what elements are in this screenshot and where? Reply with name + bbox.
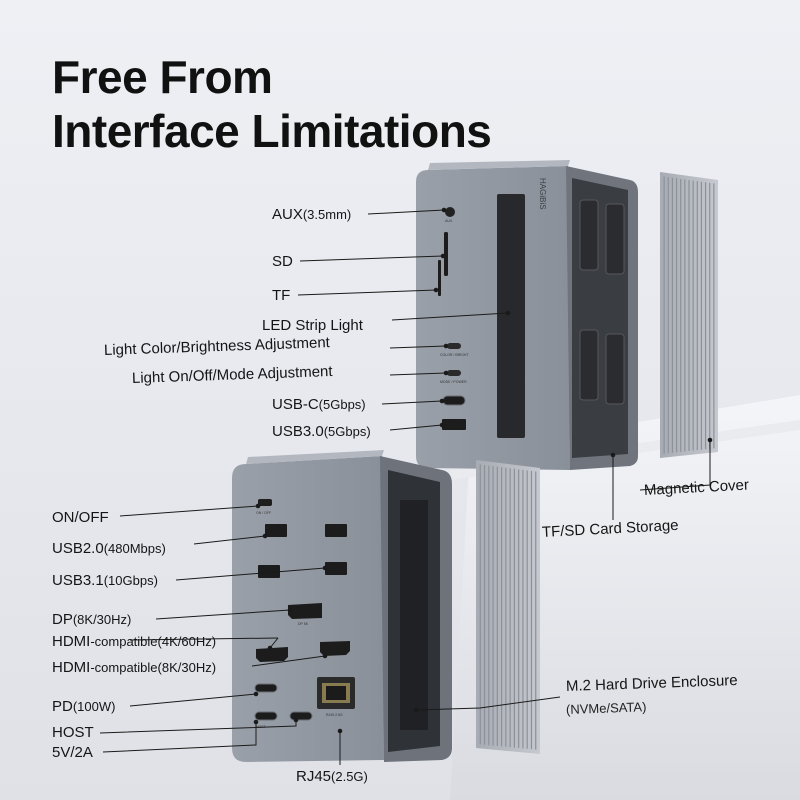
callout-on-off: ON/OFF [52,509,109,526]
color-bright-label: COLOR / BRIGHT [440,353,469,357]
callout-led-strip: LED Strip Light [262,317,363,334]
callout-dp: DP(8K/30Hz) [52,611,132,628]
sd-slot [444,232,448,276]
callout-5v2a: 5V/2A [52,744,93,761]
aux-port-label: AUX [445,219,453,223]
rj45-port [317,677,355,709]
callout-rj45: RJ45(2.5G) [296,768,368,785]
hdmi-port-4k [256,647,288,662]
top-hub-unit: AUX COLOR / BRIGHT MODE / POWER HAGiBiS [416,160,638,470]
callout-hdmi-8k: HDMI-compatible(8K/30Hz) [52,659,217,676]
callout-sd: SD [272,253,293,270]
callout-usb31: USB3.1(10Gbps) [52,572,158,589]
leader-lines [99,207,713,765]
card-storage-slots [579,199,625,405]
rj45-port-label: RJ45 2.5G [326,713,343,717]
dp-port-label: DP 8K [298,622,309,626]
usb3-ports [258,562,347,578]
headline-line-2: Interface Limitations [52,105,492,157]
bottom-hub-unit: ON / OFF DP 8K RJ45 2.5G HOST [232,450,452,762]
callout-hdmi-4k: HDMI-compatible(4K/60Hz) [52,633,217,650]
callout-usb-c: USB-C(5Gbps) [272,396,366,413]
cover-fins [663,176,715,454]
enclosure-cover [476,460,540,754]
callout-aux: AUX(3.5mm) [272,206,352,223]
headline: Free From Interface Limitations [52,50,492,158]
on-off-port-label: ON / OFF [256,511,271,515]
usb-a-port [442,419,466,430]
hdmi-port-8k [320,641,350,656]
headline-line-1: Free From [52,51,273,103]
usb-c-port [442,395,466,406]
brand-logo: HAGiBiS [538,178,547,210]
aux-port [445,207,455,217]
color-bright-button [447,343,461,349]
mode-power-button [447,370,461,376]
enclosure-fins [479,464,537,750]
led-strip [497,194,525,438]
callout-m2-enclosure-detail: (NVMe/SATA) [565,699,647,717]
on-off-switch [258,499,272,506]
magnetic-cover [660,172,718,458]
tf-slot [438,260,441,296]
usb2-ports [265,524,347,537]
pd-usb-c-port [254,683,278,693]
power-usb-c-port [289,711,313,721]
dp-port [288,603,322,619]
callout-host: HOST [52,724,94,741]
callout-usb3: USB3.0(5Gbps) [272,423,371,440]
mode-power-label: MODE / POWER [440,380,467,384]
callout-pd: PD(100W) [52,698,116,715]
host-usb-c-port [254,711,278,721]
callout-usb2: USB2.0(480Mbps) [52,540,166,557]
top-hub-front [416,166,570,470]
callout-tf: TF [272,287,291,304]
